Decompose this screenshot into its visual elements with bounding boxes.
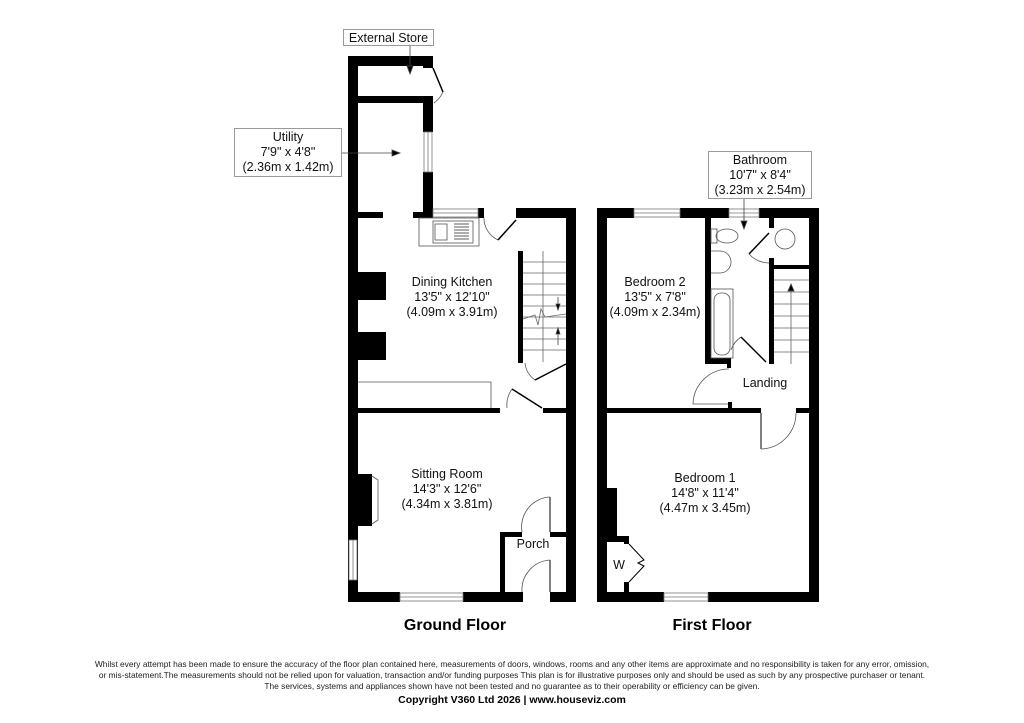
first-floor-windows [633,208,760,602]
utility-metric: (2.36m x 1.42m) [242,160,334,174]
utility-callout: Utility 7'9" x 4'8" (2.36m x 1.42m) [234,128,342,177]
bedroom-2-imperial: 13'5" x 7'8" [624,290,686,304]
sitting-room-name: Sitting Room [411,467,483,481]
bedroom-1-label: Bedroom 1 14'8" x 11'4" (4.47m x 3.45m) [659,471,750,516]
wardrobe-name: W [613,558,625,572]
disclaimer-line-1: Whilst every attempt has been made to en… [94,659,930,669]
dining-kitchen-label: Dining Kitchen 13'5" x 12'10" (4.09m x 3… [406,275,497,320]
bedroom-2-label: Bedroom 2 13'5" x 7'8" (4.09m x 2.34m) [609,275,700,320]
sitting-room-metric: (4.34m x 3.81m) [401,497,493,511]
utility-imperial: 7'9" x 4'8" [260,145,316,159]
ground-floor-walls [348,56,576,602]
ground-floor-fixtures [358,67,567,593]
bedroom-1-name: Bedroom 1 [674,471,736,485]
disclaimer-line-2: or mis-statement.The measurements should… [98,670,926,681]
bathroom-callout: Bathroom 10'7" x 8'4" (3.23m x 2.54m) [708,151,812,199]
disclaimer-line-3: The services, systems and appliances sho… [264,681,760,692]
first-floor-walls [597,208,819,602]
ground-floor-title: Ground Floor [403,617,507,634]
first-floor-fixtures [628,228,809,583]
callout-leaders [342,45,795,345]
porch-name: Porch [516,537,550,551]
utility-name: Utility [272,130,304,144]
bathroom-metric: (3.23m x 2.54m) [714,183,806,197]
sitting-room-imperial: 14'3" x 12'6" [412,482,482,496]
bedroom-1-metric: (4.47m x 3.45m) [659,501,751,515]
external-store-name: External Store [348,31,429,45]
dining-kitchen-name: Dining Kitchen [411,275,493,289]
first-floor-title: First Floor [672,617,752,634]
bedroom-1-imperial: 14'8" x 11'4" [671,486,739,500]
landing-name: Landing [742,376,788,390]
bedroom-2-metric: (4.09m x 2.34m) [609,305,701,319]
bedroom-2-name: Bedroom 2 [624,275,686,289]
dining-kitchen-metric: (4.09m x 3.91m) [406,305,498,319]
landing-label: Landing [743,376,788,391]
porch-label: Porch [517,537,550,552]
external-store-callout: External Store [343,29,434,46]
bathroom-imperial: 10'7" x 8'4" [729,168,791,182]
ground-floor-windows [348,131,479,602]
sitting-room-label: Sitting Room 14'3" x 12'6" (4.34m x 3.81… [401,467,492,512]
disclaimer: Whilst every attempt has been made to en… [0,659,1024,693]
copyright: Copyright V360 Ltd 2026 | www.houseviz.c… [398,694,626,706]
bathroom-name: Bathroom [732,153,788,167]
dining-kitchen-imperial: 13'5" x 12'10" [414,290,490,304]
wardrobe-label: W [613,558,625,573]
